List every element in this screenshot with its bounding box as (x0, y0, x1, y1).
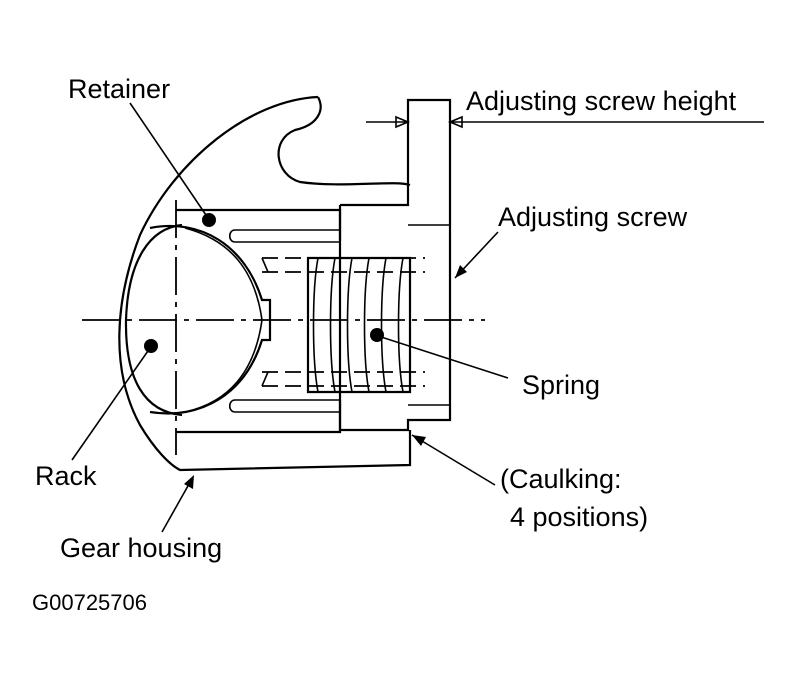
dimension-arrow-right (447, 115, 764, 129)
retainer-slot-top (228, 229, 340, 243)
rack-dot (144, 339, 158, 353)
spring-guide-ends (261, 257, 269, 387)
spring-dot (370, 328, 384, 342)
label-caulking-line1: (Caulking: (500, 464, 622, 494)
housing-notch (277, 96, 411, 187)
leader-gear-housing-head (184, 475, 194, 489)
figure-code: G00725706 (32, 590, 147, 615)
spring-coils (312, 257, 404, 393)
leader-spring (377, 335, 509, 379)
label-adjusting-screw-height: Adjusting screw height (466, 86, 737, 116)
label-spring: Spring (522, 370, 600, 400)
leader-caulking-head (412, 435, 426, 446)
leader-gear-housing (161, 476, 194, 533)
retainer-slot-bottom (228, 399, 340, 413)
leader-retainer (129, 102, 209, 219)
leader-caulking (411, 434, 496, 486)
label-rack: Rack (35, 461, 97, 491)
spring-guide-dashed (262, 257, 425, 387)
spring-outline (306, 256, 412, 394)
label-retainer: Retainer (68, 74, 170, 104)
leader-adjusting-screw-head (455, 265, 467, 278)
label-caulking-line2: 4 positions) (510, 502, 648, 532)
retainer-dot (202, 213, 216, 227)
adjusting-screw (338, 98, 452, 432)
label-gear-housing: Gear housing (60, 533, 222, 563)
dimension-arrow-left (366, 115, 411, 129)
rack-outline (124, 223, 183, 417)
gear-housing-outline (118, 95, 412, 472)
retainer-body (176, 208, 342, 434)
label-adjusting-screw: Adjusting screw (498, 202, 688, 232)
leader-rack (71, 347, 151, 461)
